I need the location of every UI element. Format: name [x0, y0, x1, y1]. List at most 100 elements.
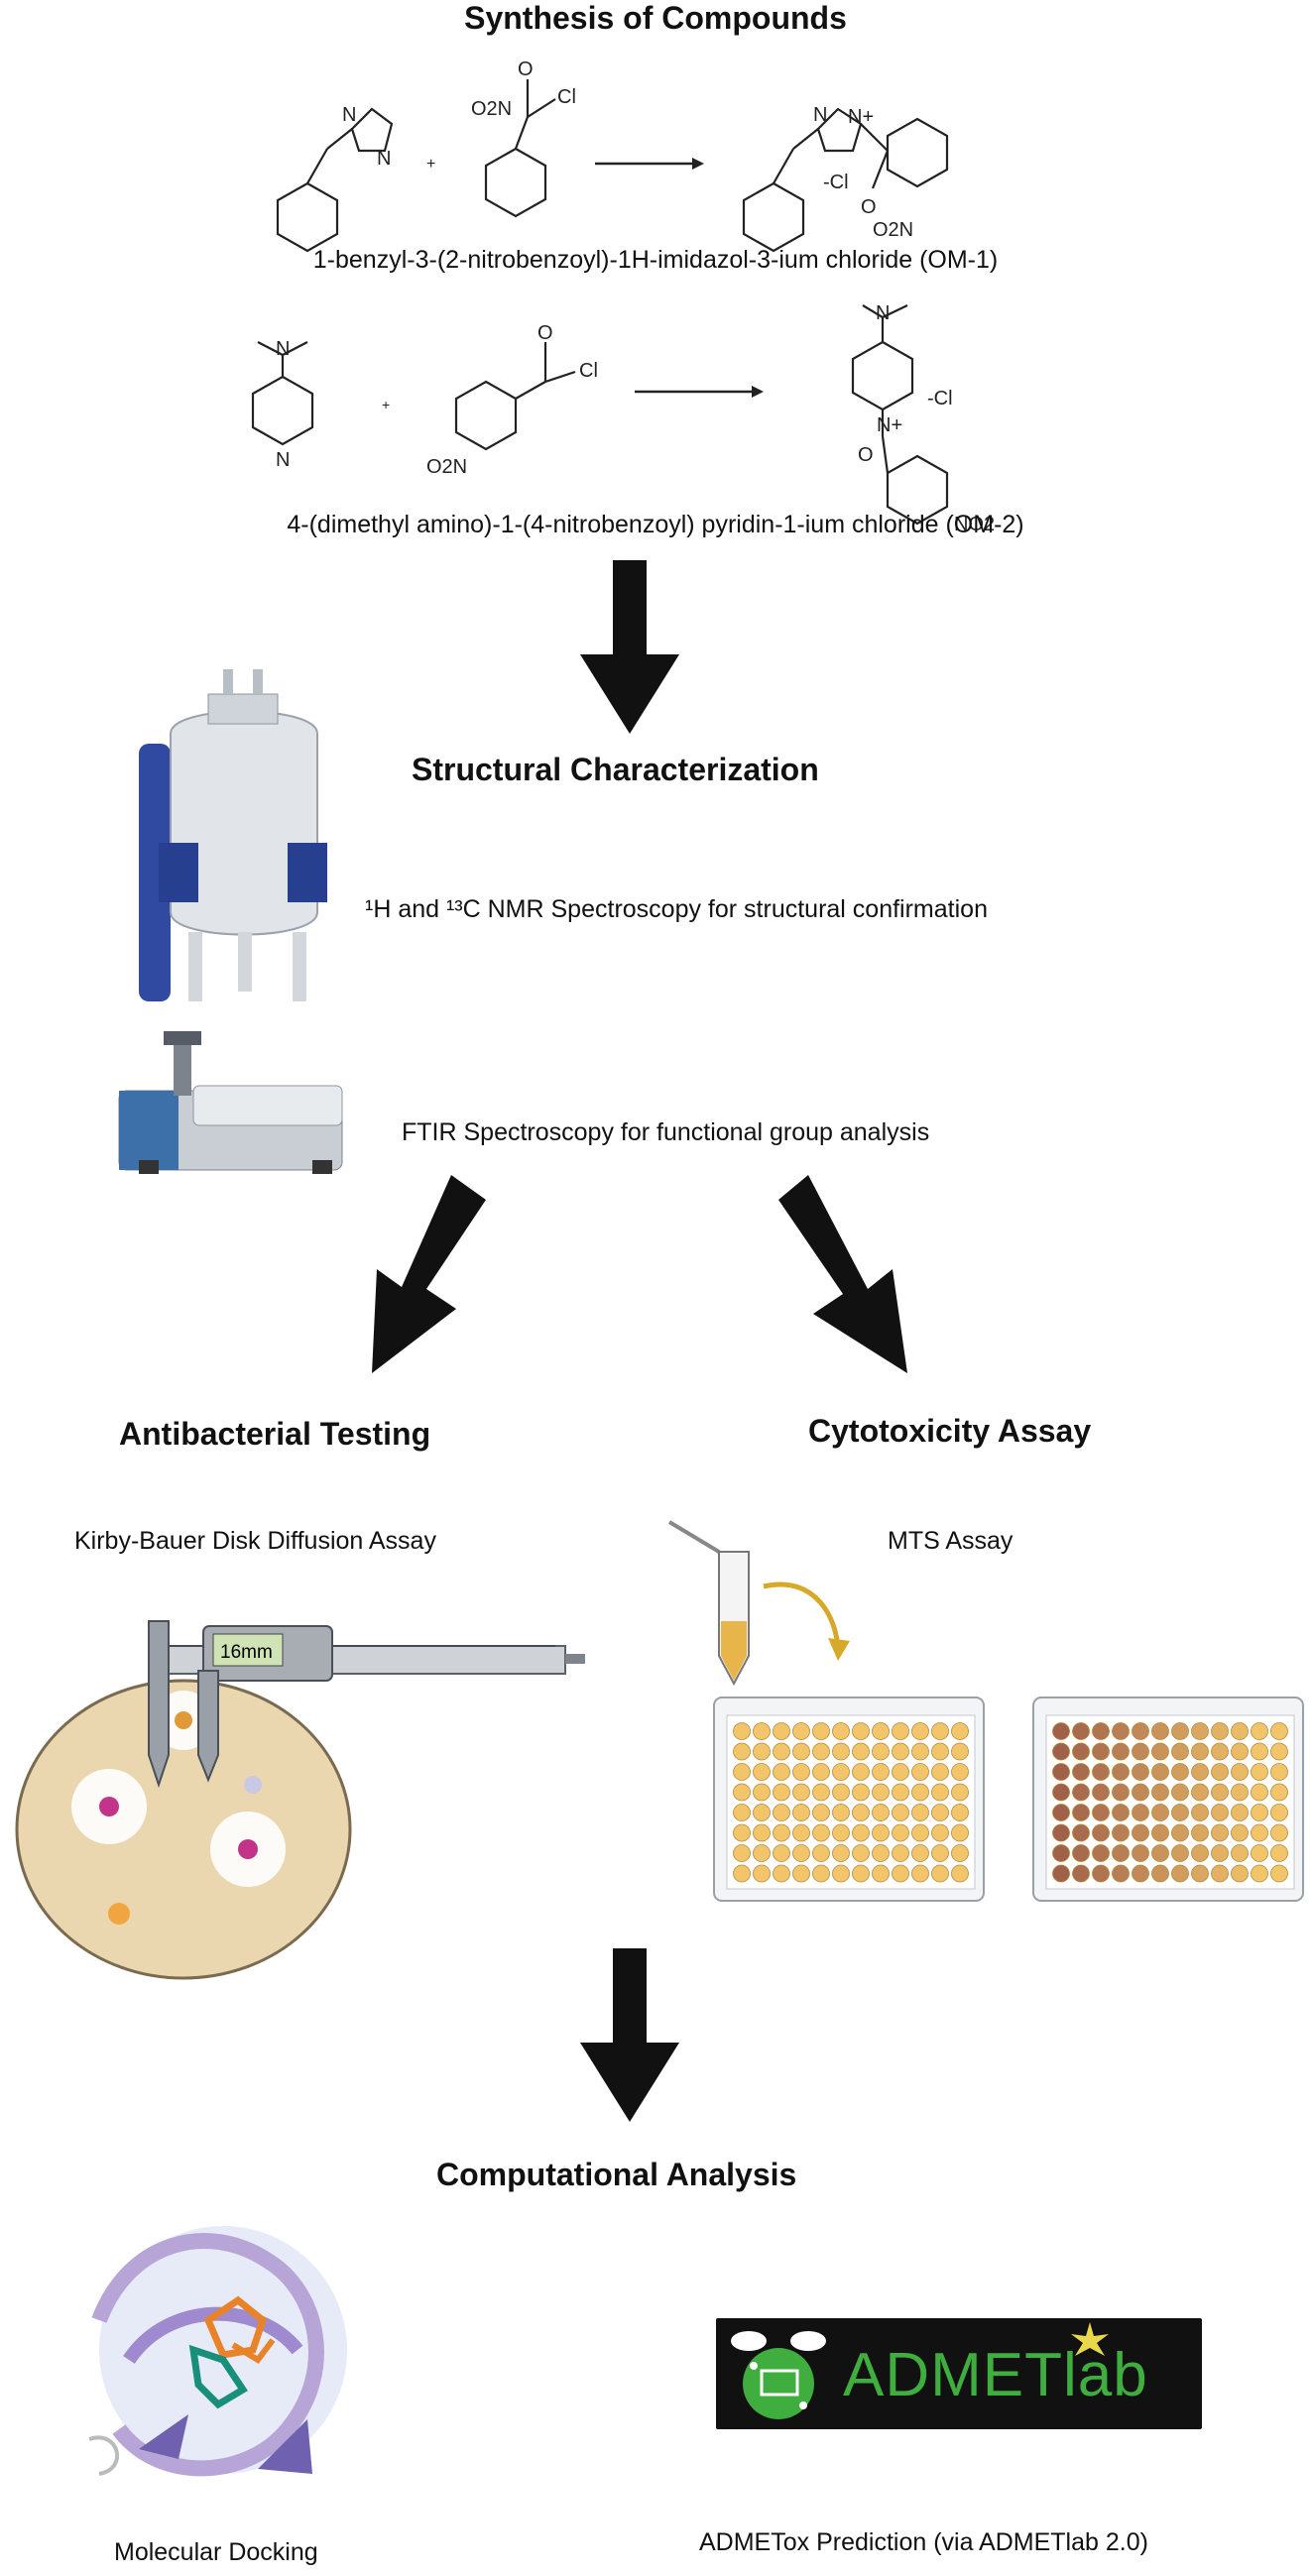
well — [1132, 1783, 1149, 1802]
plus-sign-1: + — [426, 156, 435, 173]
well — [1052, 1742, 1070, 1761]
well — [931, 1864, 949, 1883]
ftir-spectrometer-icon — [118, 1031, 343, 1174]
well — [753, 1722, 771, 1740]
well — [1052, 1844, 1070, 1862]
well — [872, 1823, 890, 1842]
om2-product-structure: N N+ -Cl O NO2 — [851, 302, 995, 535]
well — [931, 1763, 949, 1781]
caliper-reading: 16mm — [220, 1642, 273, 1663]
well — [931, 1742, 949, 1761]
well — [1171, 1783, 1189, 1802]
well — [892, 1823, 909, 1842]
well — [1151, 1783, 1169, 1802]
well — [1191, 1763, 1209, 1781]
well — [1072, 1763, 1090, 1781]
well — [812, 1783, 830, 1802]
well — [773, 1722, 790, 1740]
well — [1151, 1722, 1169, 1740]
well — [852, 1823, 870, 1842]
well — [1251, 1783, 1268, 1802]
atom-n-2: N — [377, 148, 391, 170]
well — [753, 1763, 771, 1781]
well — [1270, 1864, 1288, 1883]
atom-n-6: N — [876, 302, 890, 324]
atom-n-3: N — [813, 104, 827, 126]
well — [951, 1763, 969, 1781]
well — [773, 1763, 790, 1781]
well — [1211, 1783, 1229, 1802]
well — [773, 1742, 790, 1761]
well — [892, 1763, 909, 1781]
well — [852, 1722, 870, 1740]
well — [773, 1783, 790, 1802]
well — [733, 1742, 751, 1761]
om1-product-structure: N N+ -Cl O O2N — [742, 104, 949, 253]
arrow-down-2 — [580, 1948, 679, 2122]
well — [733, 1804, 751, 1821]
atom-cl-minus-1: -Cl — [823, 172, 849, 193]
well — [1132, 1742, 1149, 1761]
well — [1072, 1864, 1090, 1883]
well — [1171, 1804, 1189, 1821]
well — [852, 1864, 870, 1883]
atom-n-1: N — [342, 104, 356, 126]
well — [1092, 1864, 1110, 1883]
well — [951, 1844, 969, 1862]
cytotoxicity-subtitle: MTS Assay — [888, 1527, 1013, 1555]
well — [1171, 1742, 1189, 1761]
well — [1211, 1823, 1229, 1842]
well — [1092, 1763, 1110, 1781]
well — [951, 1722, 969, 1740]
well — [931, 1722, 949, 1740]
ftir-description: FTIR Spectroscopy for functional group a… — [402, 1118, 930, 1146]
well — [1270, 1742, 1288, 1761]
well — [733, 1823, 751, 1842]
well — [892, 1722, 909, 1740]
well — [753, 1804, 771, 1821]
well — [931, 1844, 949, 1862]
atom-n-5: N — [276, 449, 290, 471]
well — [1231, 1823, 1249, 1842]
well — [931, 1823, 949, 1842]
well — [892, 1804, 909, 1821]
well — [1072, 1783, 1090, 1802]
well — [1151, 1864, 1169, 1883]
om1-caption: 1-benzyl-3-(2-nitrobenzoyl)-1H-imidazol-… — [312, 246, 999, 274]
well — [1112, 1783, 1130, 1802]
well — [892, 1783, 909, 1802]
well — [951, 1823, 969, 1842]
well — [1191, 1864, 1209, 1883]
well-plate-brown — [1032, 1697, 1304, 1902]
dmap-structure: N N — [251, 338, 314, 471]
well — [1151, 1742, 1169, 1761]
well — [773, 1864, 790, 1883]
well — [773, 1804, 790, 1821]
atom-n-4: N — [276, 338, 290, 360]
well — [812, 1804, 830, 1821]
well — [792, 1783, 810, 1802]
well — [1211, 1804, 1229, 1821]
arrow-down-right — [778, 1175, 907, 1373]
well — [872, 1844, 890, 1862]
well — [1211, 1864, 1229, 1883]
well — [812, 1722, 830, 1740]
well — [1072, 1742, 1090, 1761]
well — [792, 1804, 810, 1821]
well — [1112, 1722, 1130, 1740]
well — [1072, 1722, 1090, 1740]
molecular-docking-illustration — [88, 2226, 347, 2477]
well — [1132, 1823, 1149, 1842]
benzyl-imidazole-structure: N N — [276, 104, 394, 253]
atom-o2n-2: O2N — [873, 219, 913, 241]
atom-o-4: O — [858, 444, 874, 466]
4-nitrobenzoyl-chloride-structure: O Cl O2N — [426, 322, 598, 478]
well — [792, 1742, 810, 1761]
well — [872, 1864, 890, 1883]
well — [1092, 1783, 1110, 1802]
synthesis-title: Synthesis of Compounds — [464, 0, 847, 36]
well — [1251, 1823, 1268, 1842]
well — [812, 1763, 830, 1781]
well — [1112, 1864, 1130, 1883]
well — [753, 1864, 771, 1883]
